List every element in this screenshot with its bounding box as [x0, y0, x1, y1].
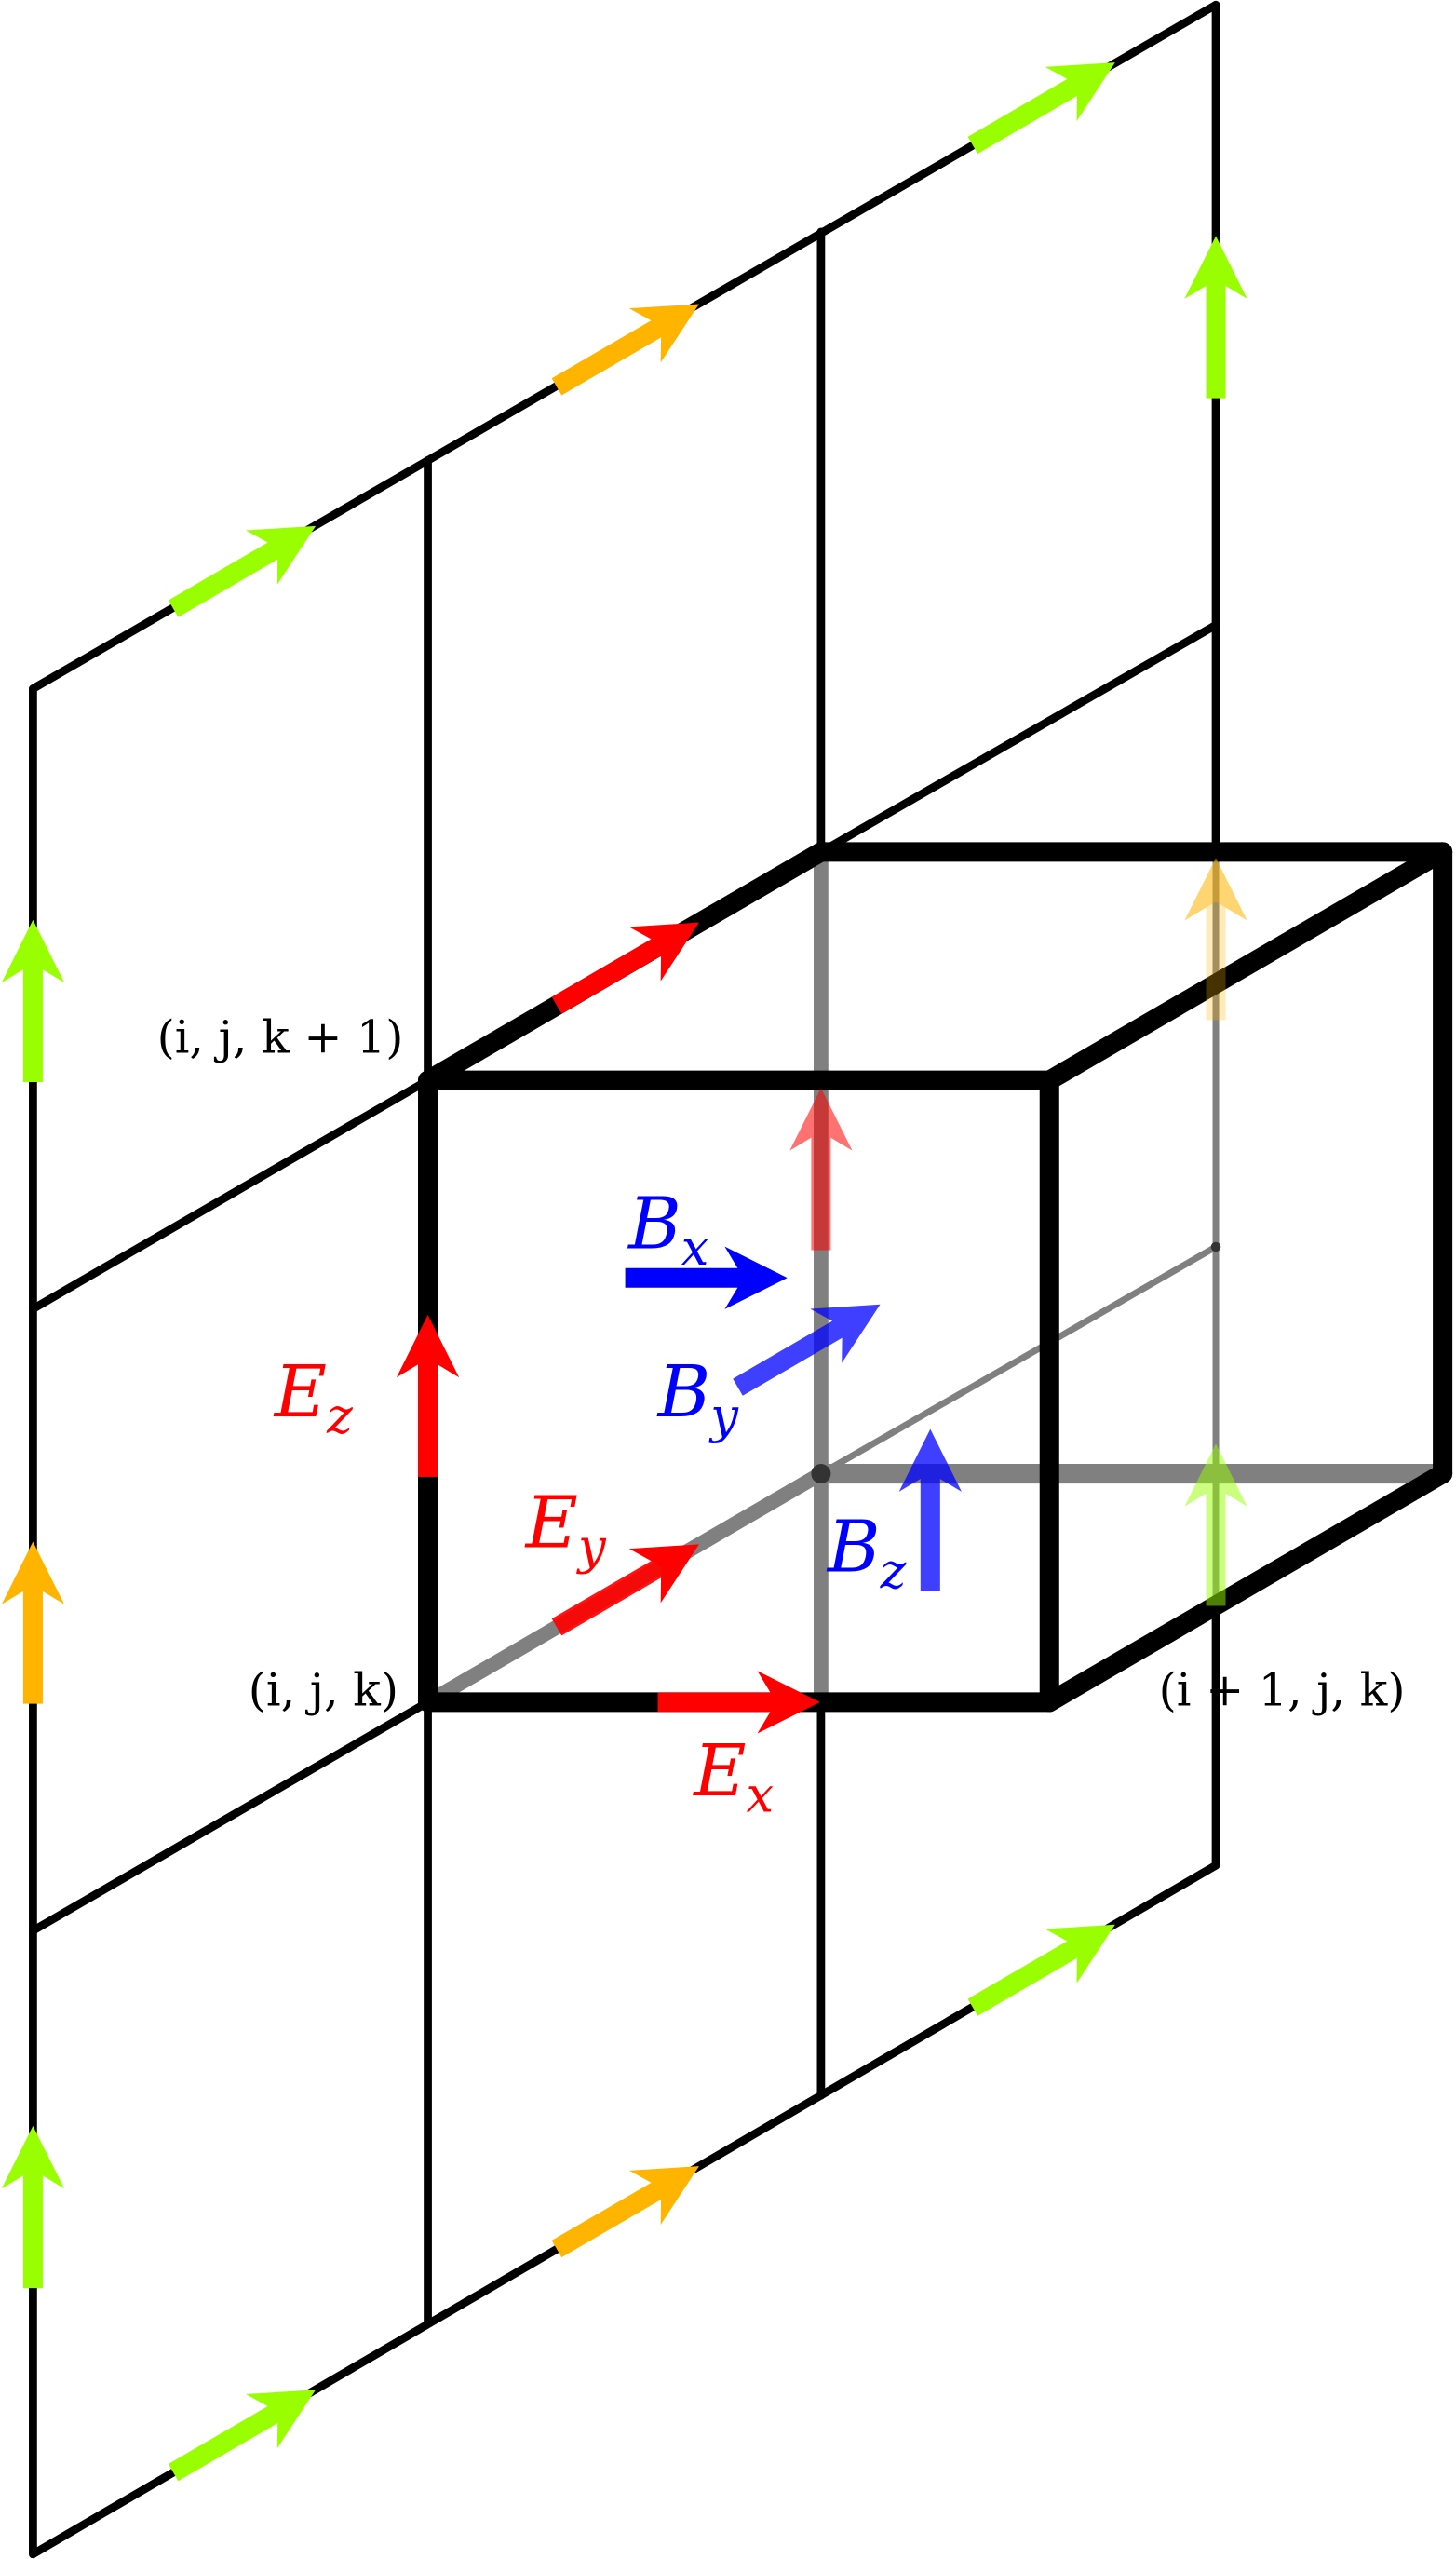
cube-edge [1039, 842, 1453, 1090]
hidden-node [811, 1464, 831, 1484]
grid-line [816, 620, 1220, 857]
label-ez: Ez [273, 1350, 353, 1445]
hidden-edge [819, 1243, 1218, 1477]
orange-arrow [551, 304, 699, 396]
green-arrow [967, 1924, 1115, 2016]
grid-plane [29, 0, 1220, 2559]
hidden-node [1210, 1241, 1221, 1252]
node-label-ijk1: (i, j, k + 1) [157, 1009, 404, 1063]
green-arrow [967, 62, 1115, 155]
label-bz: Bz [826, 1506, 907, 1601]
node-label-ijk: (i, j, k) [249, 1662, 398, 1716]
e-field-arrows [396, 922, 853, 1734]
node-label-i1jk: (i + 1, j, k) [1159, 1662, 1406, 1716]
label-by: By [656, 1350, 740, 1445]
ey-arrow [551, 1544, 699, 1636]
grid-line [29, 1698, 432, 1935]
b-field-arrows [625, 1246, 962, 1591]
label-ex: Ex [692, 1729, 774, 1824]
label-ey: Ey [524, 1481, 607, 1576]
grid-arrows [1, 62, 1247, 2482]
e-arrow [551, 922, 699, 1014]
grid-line [29, 1076, 432, 1313]
labels: (i, j, k + 1) (i, j, k) (i + 1, j, k) Ez… [157, 1009, 1406, 1823]
cube-edge [1039, 1464, 1453, 1713]
label-bx: Bx [627, 1183, 708, 1278]
orange-arrow [551, 2166, 699, 2258]
green-arrow [168, 525, 317, 617]
cube-front-face [418, 1070, 1059, 1713]
by-arrow [733, 1304, 881, 1396]
green-arrow [168, 2390, 317, 2482]
